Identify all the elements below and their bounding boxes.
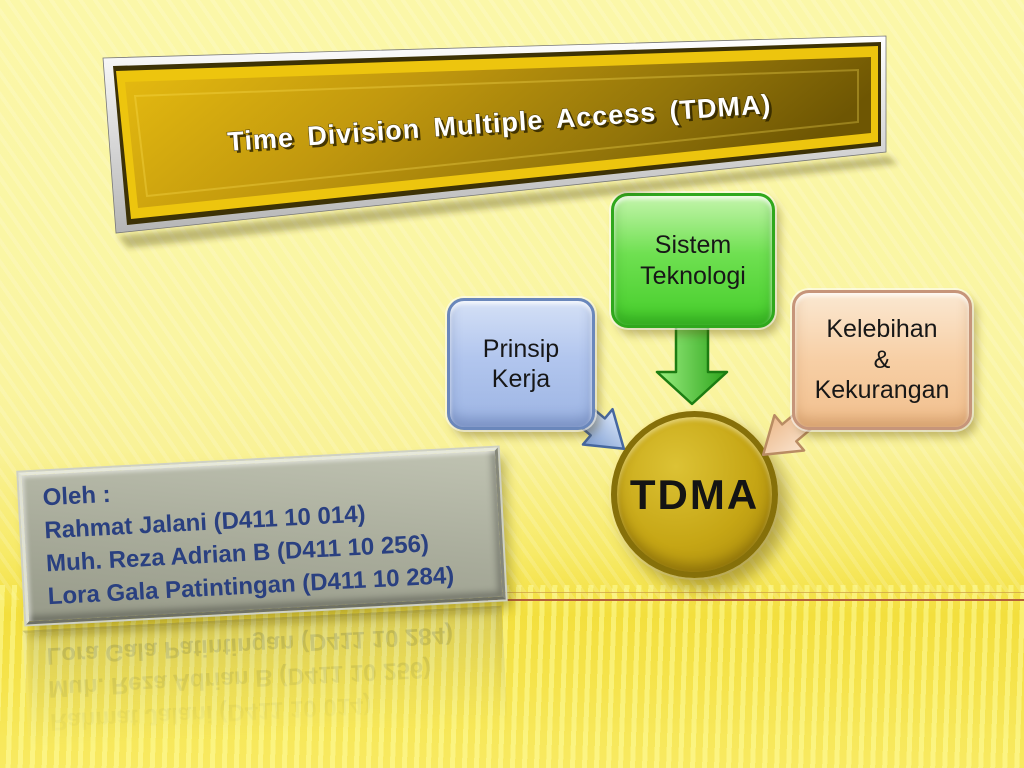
- topic-label-sistem-teknologi: Sistem Teknologi: [640, 231, 746, 290]
- divider-line-thin: [462, 592, 1024, 593]
- topic-label-prinsip-kerja: Prinsip Kerja: [482, 334, 560, 394]
- tdma-center-label: TDMA: [629, 470, 760, 518]
- credits-panel: Oleh : Rahmat Jalani (D411 10 014) Muh. …: [18, 447, 506, 625]
- topic-box-kelebihan-kekurangan: Kelebihan & Kekurangan: [792, 290, 972, 430]
- tdma-center-circle: TDMA: [611, 411, 778, 578]
- credits-reflection: Oleh : Rahmat Jalani (D411 10 014) Muh. …: [22, 605, 510, 768]
- topic-box-sistem-teknologi: Sistem Teknologi: [611, 193, 775, 328]
- divider-line-accent: [462, 599, 1024, 601]
- topic-box-prinsip-kerja: Prinsip Kerja: [447, 298, 595, 430]
- topic-label-kelebihan-kekurangan: Kelebihan & Kekurangan: [814, 315, 950, 405]
